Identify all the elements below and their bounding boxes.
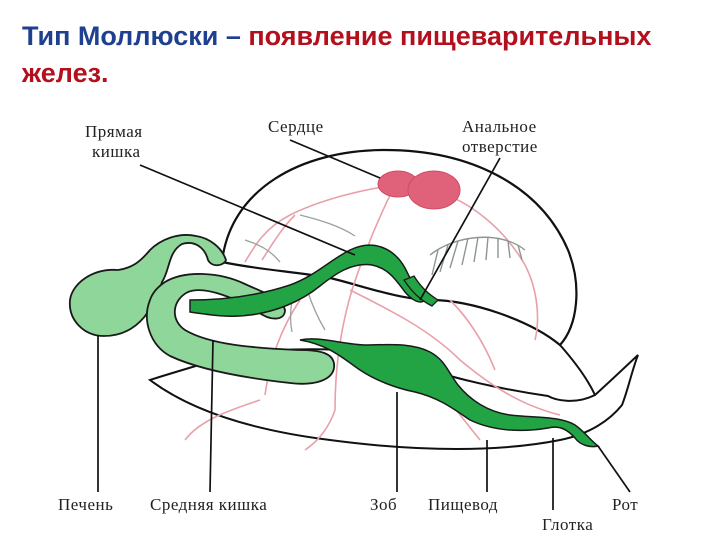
label-midgut: Средняя кишка xyxy=(150,495,267,514)
label-heart: Сердце xyxy=(268,117,324,136)
title-part-blue: Тип Моллюски – xyxy=(22,21,249,51)
liver-gland xyxy=(69,234,227,337)
label-pharynx: Глотка xyxy=(542,515,593,534)
shell-outline xyxy=(220,148,578,347)
label-mouth: Рот xyxy=(612,495,638,514)
rectum-organ xyxy=(189,244,427,317)
pointer-lines xyxy=(97,139,631,510)
heart-organ xyxy=(377,170,461,210)
label-esophagus: Пищевод xyxy=(428,495,498,514)
label-rectum-line1: Прямая xyxy=(85,122,143,141)
title-part-red: появление пищеварительных желез. xyxy=(22,21,652,88)
slide-title: Тип Моллюски – появление пищеварительных… xyxy=(22,18,702,92)
blood-vessels xyxy=(184,184,561,451)
label-crop: Зоб xyxy=(370,495,397,514)
label-liver: Печень xyxy=(58,495,113,514)
mantle-line xyxy=(559,344,596,396)
anus-tube xyxy=(403,275,440,307)
midgut-organ xyxy=(146,273,335,385)
label-anus-line1: Анальное xyxy=(462,117,537,136)
label-rectum-line2: кишка xyxy=(92,142,141,161)
label-anus-line2: отверстие xyxy=(462,137,538,156)
